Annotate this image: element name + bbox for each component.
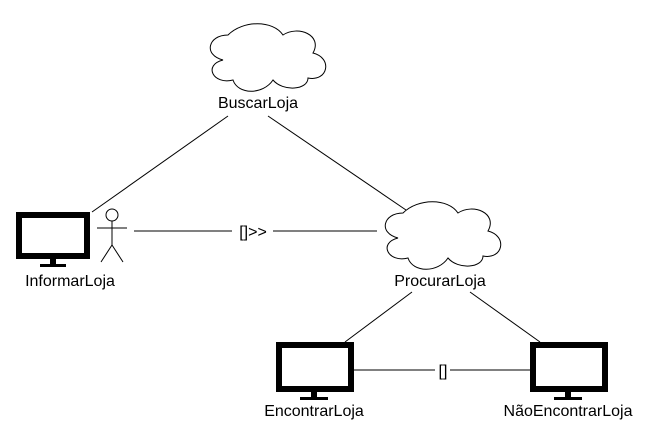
edge-procurar-nao-encontrar — [469, 291, 541, 343]
stick-figure-icon — [97, 208, 127, 263]
cloud-icon — [210, 23, 327, 92]
edge-label-encontrar-nao-encontrar: [] — [439, 363, 448, 380]
node-label-procurar-loja: ProcurarLoja — [394, 273, 486, 290]
edge-buscar-informar — [91, 115, 229, 213]
node-label-nao-encontrar-loja: NãoEncontrarLoja — [504, 403, 633, 420]
node-label-encontrar-loja: EncontrarLoja — [264, 403, 364, 420]
monitor-icon — [16, 212, 90, 267]
cloud-icon — [385, 201, 502, 270]
node-label-informar-loja: InformarLoja — [25, 273, 115, 290]
edge-procurar-encontrar — [344, 291, 413, 343]
edge-label-informar-procurar: []>> — [239, 224, 267, 241]
node-label-buscar-loja: BuscarLoja — [218, 95, 298, 112]
edge-buscar-procurar — [267, 115, 407, 211]
monitor-icon — [276, 342, 354, 400]
monitor-icon — [530, 342, 608, 400]
